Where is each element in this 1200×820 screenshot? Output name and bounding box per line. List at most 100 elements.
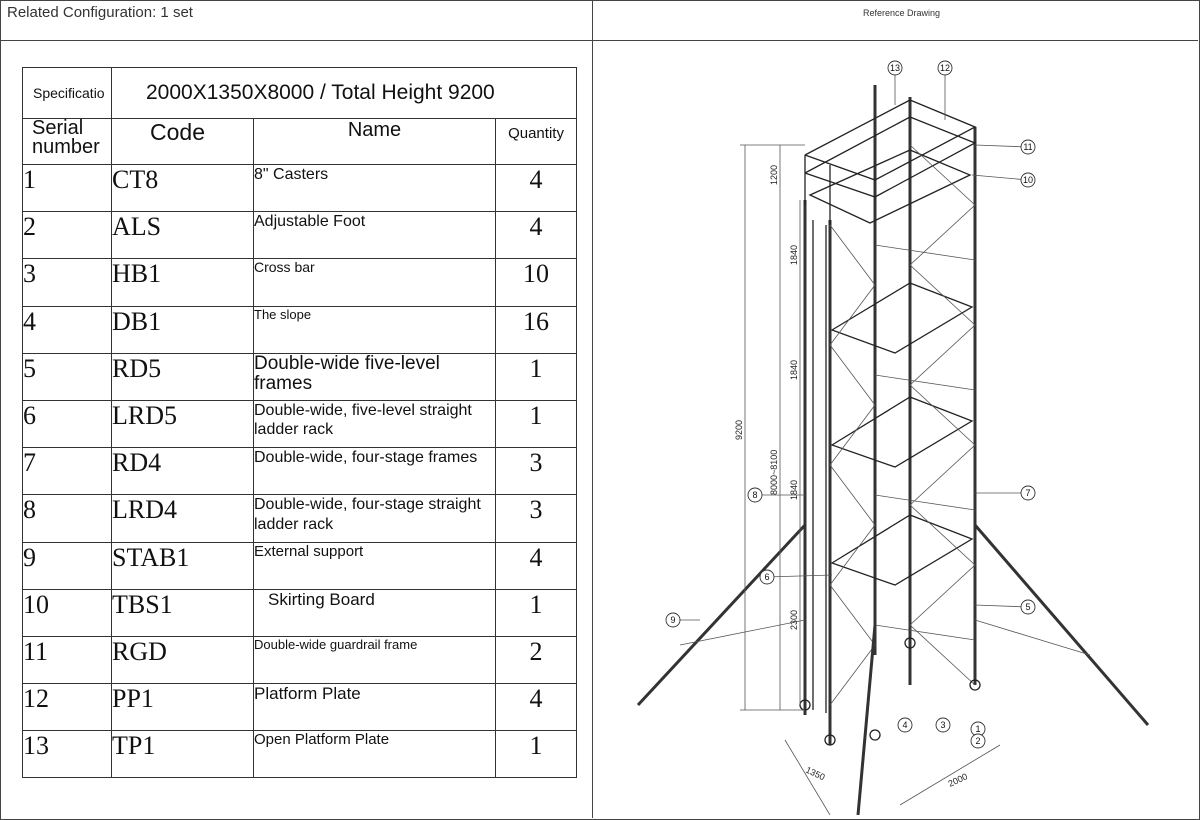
callout-circle	[1020, 485, 1036, 501]
code-cell: LRD4	[111, 494, 254, 543]
col-name: Name	[253, 118, 496, 165]
name-cell: Double-wide guardrail frame	[253, 635, 496, 685]
spec-value: 2000X1350X8000 / Total Height 9200	[110, 67, 578, 119]
quantity-cell: 3	[494, 494, 578, 543]
name-cell: Skirting Board	[253, 588, 496, 637]
config-header: Related Configuration: 1 set	[0, 0, 593, 41]
callout-13: 13	[887, 60, 903, 76]
callout-2: 2	[970, 733, 986, 749]
callout-circle	[887, 60, 903, 76]
serial-cell: 7	[22, 447, 112, 496]
drawing-title: Reference Drawing	[863, 8, 941, 18]
parts-table: Specificatio 2000X1350X8000 / Total Heig…	[22, 67, 578, 779]
callout-number: 7	[1025, 488, 1030, 498]
quantity-cell: 4	[494, 683, 578, 732]
name-cell: Open Platform Plate	[253, 730, 496, 779]
callout-number: 5	[1025, 602, 1030, 612]
quantity-cell: 1	[494, 399, 578, 449]
callout-number: 4	[902, 720, 907, 730]
callout-number: 10	[1023, 175, 1033, 185]
callout-10: 10	[1020, 172, 1036, 188]
quantity-cell: 16	[494, 305, 578, 354]
callout-number: 13	[890, 63, 900, 73]
callout-number: 8	[752, 490, 757, 500]
dim-bottom: 2300	[789, 610, 799, 630]
callout-4: 4	[897, 717, 913, 733]
dim-total: 9200	[734, 420, 744, 440]
spec-row: Specificatio 2000X1350X8000 / Total Heig…	[22, 67, 578, 119]
col-serial: Serial number	[22, 118, 112, 165]
code-cell: ALS	[111, 211, 254, 260]
name-cell: Double-wide five-level frames	[253, 352, 496, 401]
tower-frame	[636, 85, 1150, 815]
drawing-header: Reference Drawing	[593, 0, 1198, 41]
serial-cell: 6	[22, 399, 112, 449]
col-quantity: Quantity	[494, 118, 578, 165]
callout-leader	[766, 574, 833, 578]
scaffold-drawing: 9200 8000~8100 1200 1840 1840 1840 2300 …	[636, 60, 1150, 815]
serial-cell: 9	[22, 541, 112, 590]
callout-circle	[937, 60, 953, 76]
callout-circle	[665, 612, 681, 628]
callout-12: 12	[937, 60, 953, 76]
code-cell: RGD	[111, 635, 254, 685]
serial-cell: 3	[22, 258, 112, 307]
serial-cell: 2	[22, 211, 112, 260]
code-cell: LRD5	[111, 399, 254, 449]
config-title: Related Configuration: 1 set	[7, 4, 193, 21]
code-cell: RD5	[111, 352, 254, 401]
name-cell: The slope	[253, 305, 496, 354]
code-cell: PP1	[111, 683, 254, 732]
callout-number: 1	[975, 724, 980, 734]
callout-circle	[747, 487, 763, 503]
serial-cell: 12	[22, 683, 112, 732]
code-cell: DB1	[111, 305, 254, 354]
callout-circle	[1020, 172, 1036, 188]
name-cell: 8" Casters	[253, 163, 496, 213]
serial-cell: 1	[22, 163, 112, 213]
callout-circle	[1020, 599, 1036, 615]
serial-cell: 4	[22, 305, 112, 354]
callout-circle	[935, 717, 951, 733]
name-cell: Adjustable Foot	[253, 211, 496, 260]
name-cell: External support	[253, 541, 496, 590]
spec-label: Specificatio	[22, 67, 112, 119]
quantity-cell: 3	[494, 447, 578, 496]
callout-circle	[1020, 139, 1036, 155]
callout-number: 6	[764, 572, 769, 582]
callout-number: 12	[940, 63, 950, 73]
dim-level-2: 1840	[789, 360, 799, 380]
name-cell: Double-wide, four-stage straight ladder …	[253, 494, 496, 543]
serial-cell: 10	[22, 588, 112, 637]
dim-level-3: 1840	[789, 480, 799, 500]
callout-5: 5	[1020, 599, 1036, 615]
name-cell: Platform Plate	[253, 683, 496, 732]
callout-circle	[759, 569, 775, 585]
quantity-cell: 1	[494, 588, 578, 637]
callout-leader	[974, 144, 1029, 148]
code-cell: RD4	[111, 447, 254, 496]
callout-number: 2	[975, 736, 980, 746]
col-code: Code	[111, 118, 254, 165]
serial-cell: 5	[22, 352, 112, 401]
callout-8: 8	[747, 487, 763, 503]
callout-number: 11	[1023, 142, 1032, 152]
quantity-cell: 10	[494, 258, 578, 307]
callout-leader	[974, 604, 1029, 608]
serial-cell: 8	[22, 494, 112, 543]
dim-width: 2000	[947, 771, 969, 789]
callout-6: 6	[759, 569, 775, 585]
callout-circle	[970, 733, 986, 749]
callout-3: 3	[935, 717, 951, 733]
